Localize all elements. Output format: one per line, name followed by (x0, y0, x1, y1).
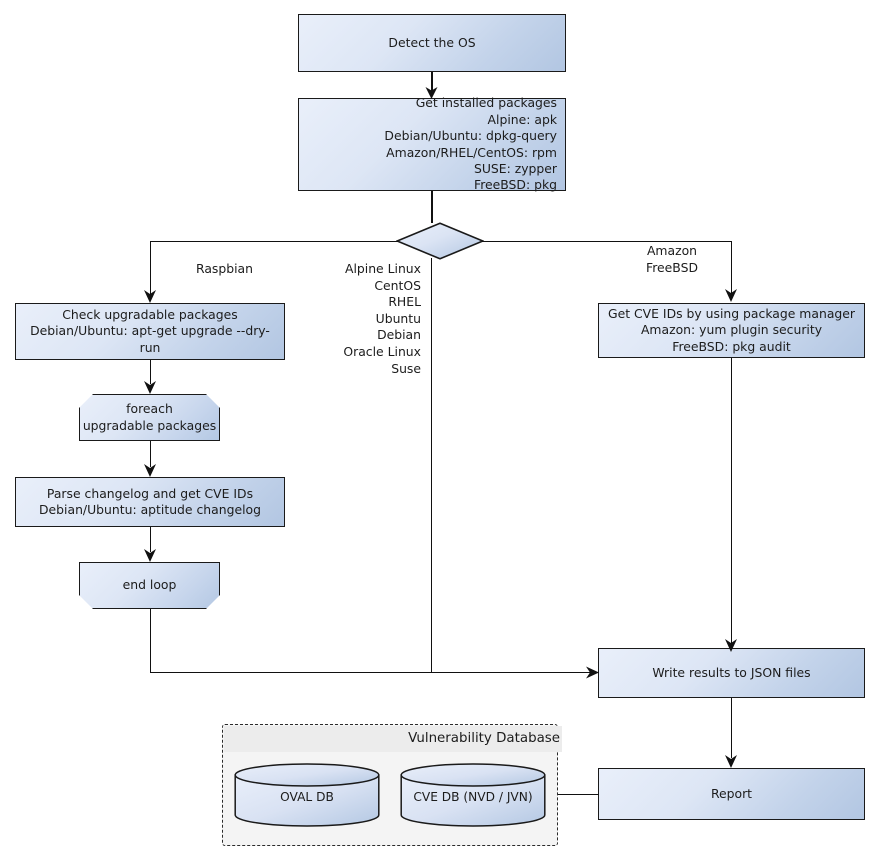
node-foreach-loop[interactable]: foreach upgradable packages (79, 394, 220, 441)
edge-decision-right-horizontal (482, 240, 732, 242)
edge-decision-left-vertical (149, 241, 151, 294)
arrowhead-icon (144, 381, 156, 394)
db-cylinder-oval[interactable]: OVAL DB (234, 763, 380, 827)
node-parse-changelog-label: Parse changelog and get CVE IDs Debian/U… (39, 485, 261, 517)
edge-foreach-to-parse (149, 441, 151, 467)
edge-label-middle-distros: Alpine Linux CentOS RHEL Ubuntu Debian O… (343, 261, 421, 376)
edge-label-raspbian: Raspbian (196, 261, 254, 276)
edge-decision-right-vertical (730, 241, 732, 293)
edge-decision-middle-vertical (430, 258, 432, 672)
diamond-icon (395, 222, 485, 260)
node-write-results[interactable]: Write results to JSON files (598, 648, 865, 698)
node-detect-os[interactable]: Detect the OS (298, 14, 566, 72)
node-check-upgradable[interactable]: Check upgradable packages Debian/Ubuntu:… (15, 303, 285, 360)
edge-check-to-foreach (149, 360, 151, 384)
edge-label-amazon-freebsd: Amazon FreeBSD (646, 243, 698, 275)
arrowhead-icon (144, 549, 156, 562)
arrowhead-icon (725, 755, 737, 768)
node-foreach-loop-label: foreach upgradable packages (82, 400, 217, 433)
edge-parse-to-endloop (149, 527, 151, 552)
arrowhead-icon (144, 290, 156, 303)
node-os-decision[interactable] (395, 222, 485, 260)
edge-bottom-horizontal-to-write (150, 671, 590, 673)
node-write-results-label: Write results to JSON files (652, 664, 811, 680)
arrowhead-icon (725, 289, 737, 302)
edge-installed-to-decision (431, 191, 433, 223)
node-get-cve-ids[interactable]: Get CVE IDs by using package manager Ama… (598, 303, 865, 358)
vulnerability-database-title: Vulnerability Database (224, 726, 562, 752)
node-get-installed-packages[interactable]: Get installed packages Alpine: apk Debia… (298, 95, 566, 193)
database-cylinder-icon (400, 763, 546, 827)
node-check-upgradable-label: Check upgradable packages Debian/Ubuntu:… (30, 306, 270, 355)
node-get-cve-ids-label: Get CVE IDs by using package manager Ama… (608, 305, 855, 354)
edge-endloop-down (149, 609, 151, 672)
database-cylinder-icon (234, 763, 380, 827)
node-parse-changelog[interactable]: Parse changelog and get CVE IDs Debian/U… (15, 477, 285, 527)
db-cylinder-oval-label: OVAL DB (280, 790, 334, 804)
edge-vulndb-to-report (557, 793, 599, 795)
arrowhead-icon (144, 464, 156, 477)
db-cylinder-cve[interactable]: CVE DB (NVD / JVN) (400, 763, 546, 827)
node-detect-os-label: Detect the OS (388, 34, 476, 50)
arrowhead-icon (586, 666, 599, 679)
edge-cve-to-write (730, 358, 732, 643)
node-report[interactable]: Report (598, 768, 865, 820)
node-get-installed-packages-label: Get installed packages Alpine: apk Debia… (384, 95, 557, 193)
edge-detect-to-installed (431, 72, 433, 91)
arrowhead-icon (425, 87, 438, 99)
node-end-loop-label: end loop (122, 577, 177, 593)
arrowhead-icon (725, 639, 737, 652)
node-end-loop[interactable]: end loop (79, 562, 220, 609)
db-cylinder-cve-label: CVE DB (NVD / JVN) (413, 790, 533, 804)
edge-decision-left-horizontal (150, 240, 398, 242)
edge-write-to-report (730, 698, 732, 758)
node-report-label: Report (710, 785, 753, 801)
